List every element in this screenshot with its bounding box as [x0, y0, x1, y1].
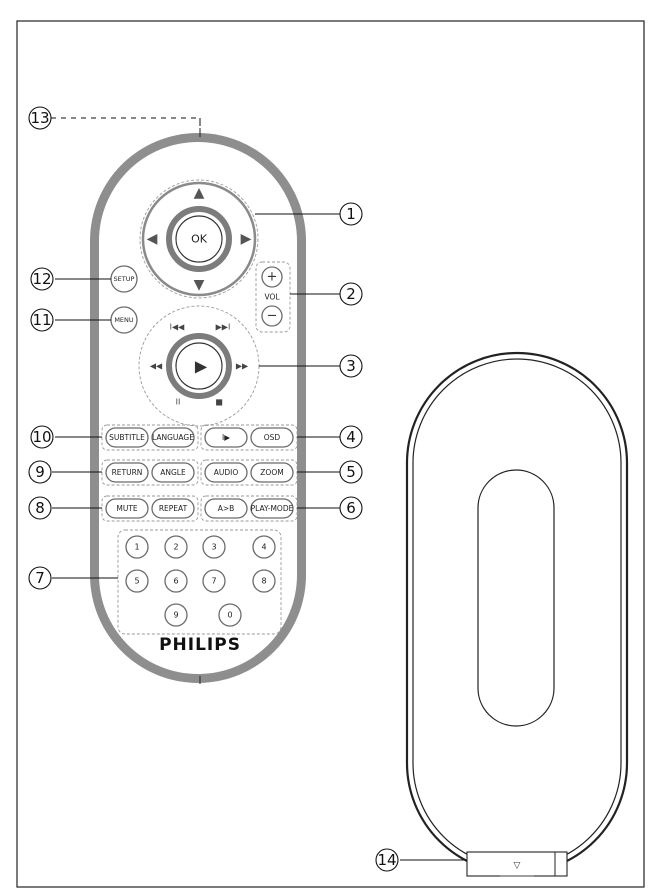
- number-key-label: 3: [211, 543, 216, 552]
- number-key-label: 2: [173, 543, 178, 552]
- number-key-label: 9: [173, 611, 178, 620]
- number-key-label: 8: [261, 577, 266, 586]
- ab-button-label: A>B: [218, 504, 235, 513]
- menu-button-label: MENU: [114, 316, 134, 324]
- stop-button[interactable]: ■: [215, 398, 223, 407]
- callout-2-label: 2: [346, 285, 356, 303]
- brand-logo: PHILIPS: [159, 635, 241, 655]
- dpad-right-button[interactable]: ▶: [241, 231, 252, 247]
- ok-button-label: OK: [191, 233, 208, 246]
- audio-button-label: AUDIO: [214, 468, 239, 477]
- callout-14-label: 14: [377, 851, 396, 869]
- callout-8-label: 8: [35, 499, 45, 517]
- number-key-label: 5: [134, 577, 139, 586]
- language-button-label: LANGUAGE: [152, 433, 194, 442]
- play-icon: ▶: [195, 357, 208, 376]
- osd-button-label: OSD: [264, 433, 281, 442]
- latch-arrow-icon: ▽: [514, 861, 521, 871]
- return-button-label: RETURN: [112, 468, 143, 477]
- holder-outer-edge: [407, 353, 627, 873]
- dpad-left-button[interactable]: ◀: [147, 231, 158, 247]
- remote-holder: ▽: [407, 353, 627, 876]
- zoom-button-label: ZOOM: [260, 468, 283, 477]
- next-button[interactable]: ▶▶I: [216, 323, 231, 332]
- mute-button-label: MUTE: [116, 504, 138, 513]
- rewind-button[interactable]: ◀◀: [150, 362, 163, 371]
- repeat-button-label: REPEAT: [159, 504, 188, 513]
- callout-4-label: 4: [346, 428, 356, 446]
- callout-3-label: 3: [346, 357, 356, 375]
- subtitle-button-label: SUBTITLE: [109, 433, 145, 442]
- number-key-label: 7: [211, 577, 216, 586]
- play-mode-button-label: PLAY-MODE: [251, 504, 294, 513]
- callout-5-label: 5: [346, 463, 356, 481]
- number-key-label: 6: [173, 577, 178, 586]
- callout-7-label: 7: [35, 569, 45, 587]
- volume-down-label: −: [267, 309, 278, 324]
- number-key-label: 4: [261, 543, 266, 552]
- step-button-label: I▶: [222, 433, 230, 442]
- callout-10-label: 10: [32, 428, 51, 446]
- number-key-label: 0: [227, 611, 232, 620]
- number-key-label: 1: [134, 543, 139, 552]
- callout-1-label: 1: [346, 205, 356, 223]
- previous-button[interactable]: I◀◀: [170, 323, 186, 332]
- callout-9-label: 9: [35, 463, 45, 481]
- pause-button[interactable]: II: [176, 398, 181, 407]
- dpad-up-button[interactable]: ▲: [194, 185, 205, 201]
- fast-forward-button[interactable]: ▶▶: [236, 362, 249, 371]
- angle-button-label: ANGLE: [160, 468, 186, 477]
- callout-11-label: 11: [32, 311, 51, 329]
- setup-button-label: SETUP: [114, 275, 135, 283]
- callout-6-label: 6: [346, 499, 356, 517]
- callout-12-label: 12: [32, 270, 51, 288]
- volume-up-label: +: [267, 270, 278, 285]
- volume-label: VOL: [264, 293, 280, 302]
- callout-13-label: 13: [30, 109, 49, 127]
- dpad-down-button[interactable]: ▼: [194, 277, 205, 293]
